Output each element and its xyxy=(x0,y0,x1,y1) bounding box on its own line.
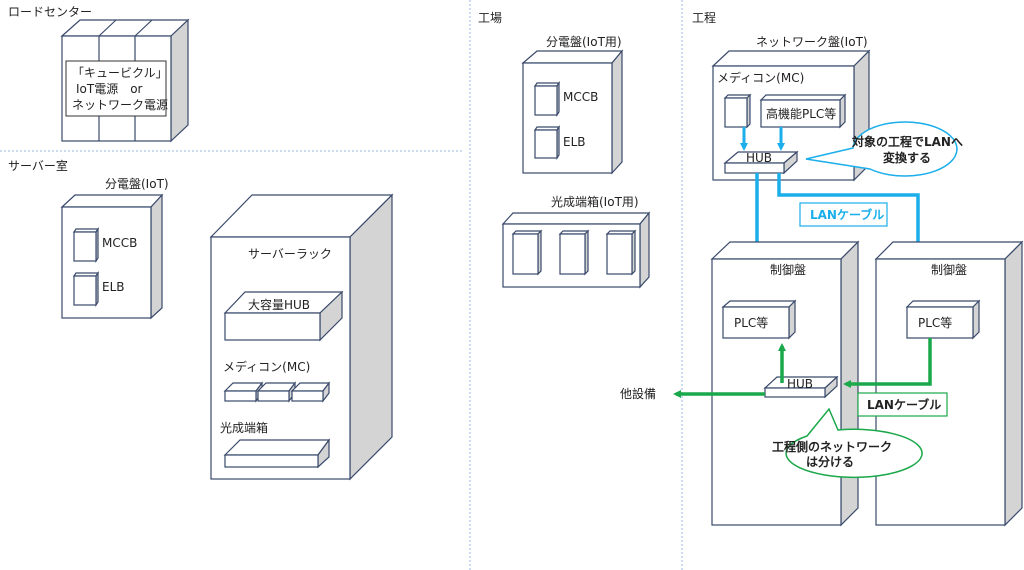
rack-mc-units xyxy=(223,381,331,403)
callout-green-line1: 工程側のネットワーク xyxy=(772,439,892,454)
network-hub xyxy=(723,150,799,175)
rack-optical-box xyxy=(223,438,331,469)
factory-mccb-breaker xyxy=(534,85,558,116)
control-panel-2: 制御盤 PLC等 xyxy=(874,240,1024,527)
high-function-plc-label: 高機能PLC等 xyxy=(766,106,836,121)
network-mc-unit xyxy=(723,93,752,129)
factory-elb-label: ELB xyxy=(563,135,586,149)
callout-blue-line1: 対象の工程でLANへ xyxy=(851,134,963,149)
network-hub-label: HUB xyxy=(746,151,772,165)
network-panel-title: ネットワーク盤(IoT) xyxy=(756,35,868,49)
large-hub xyxy=(223,290,344,342)
callout-green-line2: は分ける xyxy=(806,454,854,469)
factory-optical-box: 光成端箱(IoT用) xyxy=(501,194,651,289)
rack-mc-label: メディコン(MC) xyxy=(223,359,310,374)
lan-cable-blue-label: LANケーブル xyxy=(810,207,884,222)
lan-cable-green-box xyxy=(857,392,948,417)
section-server-room: サーバー室 xyxy=(8,158,68,173)
network-mc-label: メディコン(MC) xyxy=(717,70,804,85)
green-plc2-to-hub xyxy=(843,338,932,388)
factory-elb-breaker xyxy=(534,129,558,159)
callout-blue: 対象の工程でLANへ 変換する xyxy=(805,121,963,177)
rack-title: サーバーラック xyxy=(248,247,332,261)
factory-mccb-label: MCCB xyxy=(563,90,598,104)
large-hub-label: 大容量HUB xyxy=(248,297,310,312)
server-rack: サーバーラック 大容量HUB メディコン(MC) 光成端箱 xyxy=(209,193,394,481)
section-load-center: ロードセンター xyxy=(8,5,92,19)
plc-2-label: PLC等 xyxy=(918,316,952,330)
server-elb-breaker xyxy=(72,271,100,307)
section-factory: 工場 xyxy=(478,11,502,25)
cubicle: 「キュービクル」 IoT電源 or ネットワーク電源 xyxy=(60,18,190,143)
server-mccb-breaker xyxy=(72,227,100,263)
cubicle-text-line2: IoT電源 or xyxy=(76,82,143,96)
cubicle-text-line1: 「キュービクル」 xyxy=(72,66,168,80)
lan-cable-green-label: LANケーブル xyxy=(867,397,941,412)
control-panel-1-title: 制御盤 xyxy=(770,262,806,277)
factory-panel-title: 分電盤(IoT用) xyxy=(546,35,622,49)
callout-blue-line2: 変換する xyxy=(883,150,931,165)
cubicle-text-line3: ネットワーク電源 xyxy=(72,98,168,112)
section-process: 工程 xyxy=(692,10,716,25)
high-function-plc xyxy=(759,93,847,129)
server-distribution-panel: 分電盤(IoT) MCCB ELB xyxy=(60,177,169,320)
server-panel-title: 分電盤(IoT) xyxy=(105,177,169,191)
other-equipment-label: 他設備 xyxy=(620,386,656,401)
plc-1 xyxy=(721,299,797,340)
server-elb-label: ELB xyxy=(102,280,125,294)
plc-1-label: PLC等 xyxy=(734,316,768,330)
control-panel-2-title: 制御盤 xyxy=(931,262,967,277)
rack-optical-label: 光成端箱 xyxy=(220,420,268,435)
factory-optical-title: 光成端箱(IoT用) xyxy=(551,194,639,209)
plc-2 xyxy=(905,299,981,340)
callout-green: 工程側のネットワーク は分ける xyxy=(772,407,923,479)
lan-cable-blue-box xyxy=(799,202,888,227)
control-panel-1: 制御盤 PLC等 HUB xyxy=(710,240,860,527)
server-mccb-label: MCCB xyxy=(102,236,137,250)
factory-distribution-panel: 分電盤(IoT用) MCCB ELB xyxy=(521,35,624,175)
control-hub-label: HUB xyxy=(787,377,813,391)
